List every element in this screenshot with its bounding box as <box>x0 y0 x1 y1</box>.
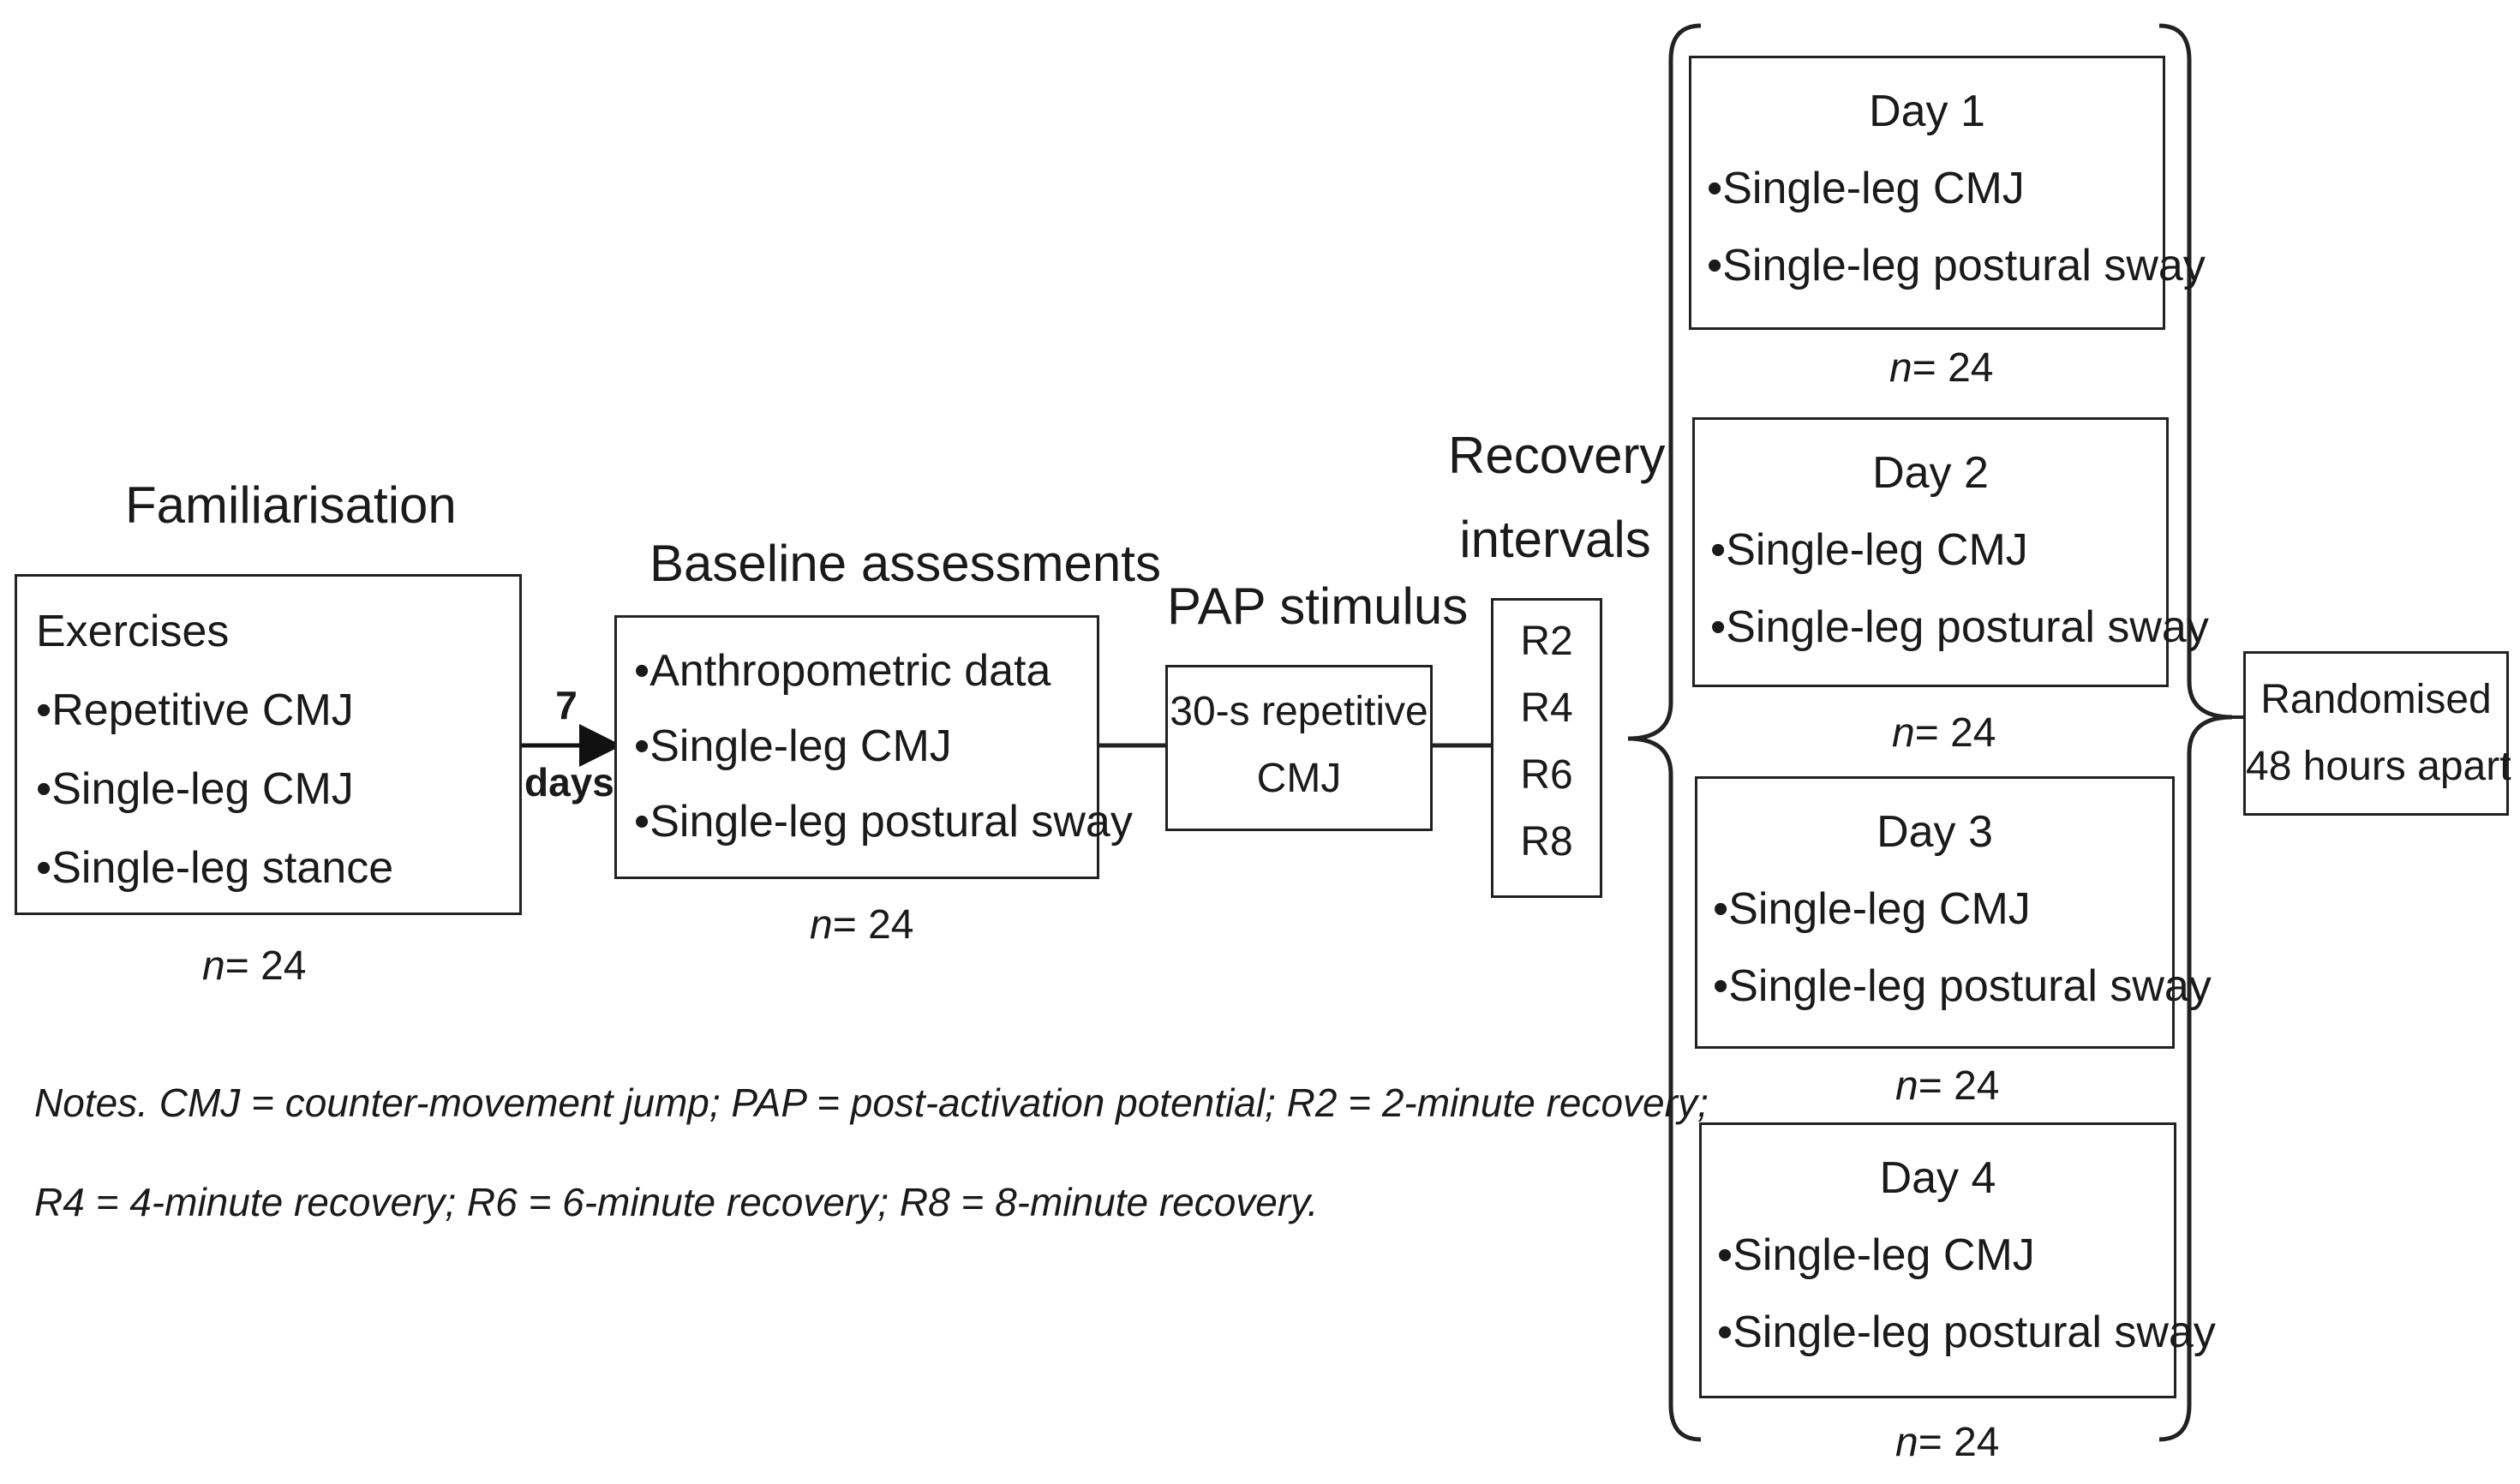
day-title: Day 4 <box>1879 1153 1996 1203</box>
familiarisation-title: Familiarisation <box>125 476 457 534</box>
recovery-interval: R8 <box>1520 819 1573 865</box>
baseline-title: Baseline assessments <box>649 535 1161 592</box>
day-box: Day 4 •Single-leg CMJ •Single-leg postur… <box>1699 1122 2216 1398</box>
day-item: •Single-leg postural sway <box>1710 602 2209 652</box>
notes-line: Notes. CMJ = counter-movement jump; PAP … <box>34 1080 1709 1125</box>
pap-description: 30-s repetitive <box>1170 689 1428 734</box>
day-item: •Single-leg CMJ <box>1707 164 2025 213</box>
interval-number: 7 <box>555 683 578 727</box>
n-value: = 24 <box>1918 1420 2000 1465</box>
randomised-label: Randomised <box>2260 677 2492 722</box>
randomised-label: 48 hours apart <box>2246 744 2511 789</box>
day-sample-size: n= 24 <box>1895 1422 1999 1463</box>
n-value: = 24 <box>1912 345 1994 391</box>
recovery-title: Recovery intervals <box>1448 427 1666 568</box>
familiarisation-item: •Single-leg CMJ <box>36 764 354 814</box>
familiarisation-sample-size: n= 24 <box>202 946 306 987</box>
familiarisation-box: Exercises •Repetitive CMJ •Single-leg CM… <box>15 574 522 915</box>
day-item: •Single-leg CMJ <box>1710 525 2028 575</box>
day-item: •Single-leg postural sway <box>1717 1307 2216 1357</box>
recovery-interval: R4 <box>1520 685 1573 731</box>
interval-unit: days <box>524 760 614 805</box>
day-item: •Single-leg CMJ <box>1717 1230 2035 1280</box>
recovery-interval: R2 <box>1520 619 1573 664</box>
recovery-title-line: intervals <box>1459 511 1651 568</box>
day-item: •Single-leg postural sway <box>1713 961 2212 1011</box>
recovery-title-line: Recovery <box>1448 427 1666 484</box>
interval-label: 7 days <box>524 683 614 805</box>
baseline-sample-size: n= 24 <box>810 905 913 946</box>
n-symbol: n <box>810 902 833 948</box>
day-title: Day 3 <box>1877 807 1993 857</box>
n-value: = 24 <box>1914 710 1996 756</box>
day-sample-size: n= 24 <box>1889 348 1993 389</box>
pap-title: PAP stimulus <box>1167 577 1469 635</box>
day-sample-size: n= 24 <box>1892 713 1996 754</box>
left-curly-brace <box>1627 23 1702 1442</box>
n-symbol: n <box>1895 1420 1918 1465</box>
pap-description: CMJ <box>1256 756 1342 801</box>
day-box: Day 1 •Single-leg CMJ •Single-leg postur… <box>1689 56 2206 330</box>
n-value: = 24 <box>224 943 307 989</box>
pap-box: 30-s repetitive CMJ <box>1165 665 1433 831</box>
exercises-heading: Exercises <box>36 607 230 656</box>
familiarisation-item: •Single-leg stance <box>36 843 394 893</box>
baseline-item: •Single-leg CMJ <box>634 721 952 771</box>
n-value: = 24 <box>1918 1063 2000 1109</box>
notes-line: R4 = 4-minute recovery; R6 = 6-minute re… <box>34 1180 1319 1224</box>
day-title: Day 1 <box>1869 87 1985 136</box>
recovery-interval: R6 <box>1520 752 1573 798</box>
baseline-box: •Anthropometric data •Single-leg CMJ •Si… <box>614 615 1133 879</box>
n-symbol: n <box>1892 710 1915 756</box>
day-item: •Single-leg postural sway <box>1707 241 2206 290</box>
baseline-item: •Single-leg postural sway <box>634 797 1133 847</box>
n-symbol: n <box>1895 1063 1918 1109</box>
day-item: •Single-leg CMJ <box>1713 884 2031 934</box>
day-box: Day 2 •Single-leg CMJ •Single-leg postur… <box>1692 417 2209 687</box>
day-box: Day 3 •Single-leg CMJ •Single-leg postur… <box>1695 776 2212 1049</box>
n-value: = 24 <box>832 902 914 948</box>
day-title: Day 2 <box>1872 448 1989 498</box>
n-symbol: n <box>1889 345 1912 391</box>
familiarisation-item: •Repetitive CMJ <box>36 685 354 735</box>
recovery-box: R2 R4 R6 R8 <box>1491 598 1602 898</box>
baseline-item: •Anthropometric data <box>634 646 1051 696</box>
day-sample-size: n= 24 <box>1895 1066 1999 1107</box>
randomised-box: Randomised 48 hours apart <box>2243 651 2511 816</box>
n-symbol: n <box>202 943 225 989</box>
